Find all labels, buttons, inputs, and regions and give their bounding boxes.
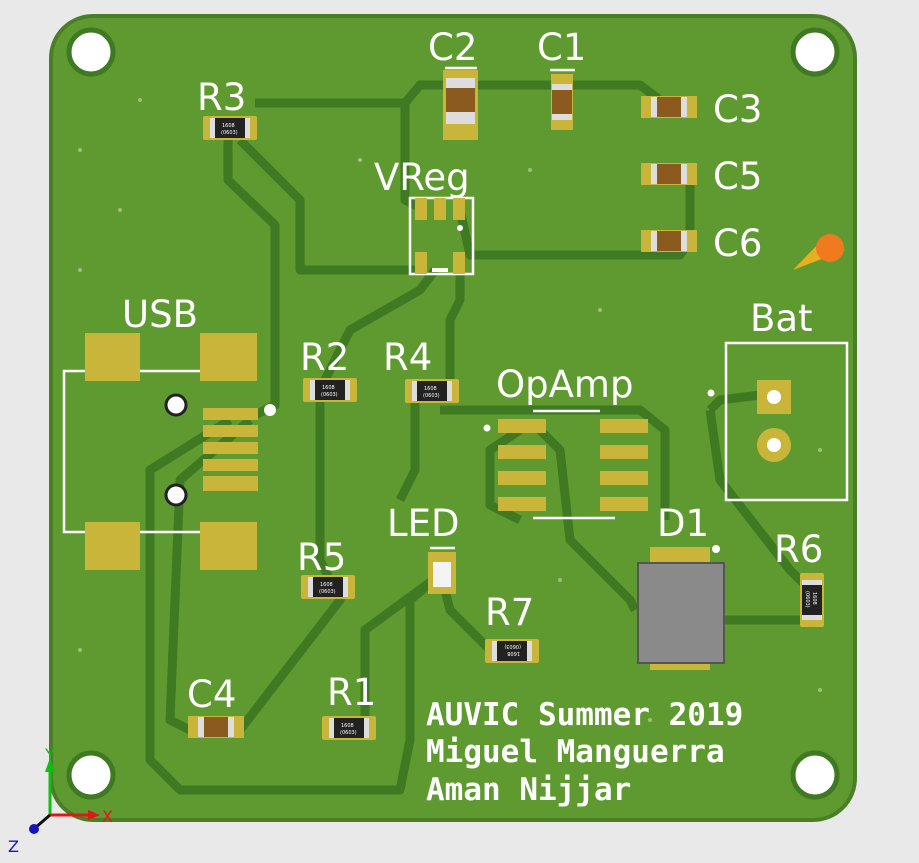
label-vreg: VReg: [374, 156, 470, 199]
label-d1: D1: [657, 502, 709, 545]
capacitor-c2: [443, 66, 478, 140]
resistor-r6: 1608(0603): [800, 573, 824, 627]
voltage-regulator: [408, 196, 475, 276]
axis-triad: Y X Z: [8, 745, 113, 856]
axis-y-label: Y: [44, 745, 55, 764]
label-led: LED: [387, 502, 459, 545]
capacitor-c6: [641, 230, 697, 252]
svg-text:1608: 1608: [320, 582, 333, 588]
resistor-r5: 1608(0603): [301, 575, 355, 599]
credit-line-2: Miguel Manguerra: [426, 734, 725, 770]
capacitor-c5: [641, 163, 697, 185]
label-r7: R7: [485, 591, 534, 634]
axis-z-label: Z: [8, 837, 19, 856]
opamp-ic: [483, 409, 648, 520]
capacitor-c3: [641, 96, 697, 118]
capacitor-c4: [188, 716, 244, 738]
battery-connector: [707, 341, 849, 502]
label-usb: USB: [122, 293, 198, 336]
label-c6: C6: [713, 222, 762, 265]
label-c4: C4: [187, 673, 236, 716]
capacitor-c1: [551, 74, 573, 130]
svg-text:1608: 1608: [507, 650, 520, 656]
svg-text:(0603): (0603): [221, 130, 238, 136]
credit-line-3: Aman Nijjar: [426, 772, 631, 808]
mounting-holes: [66, 27, 840, 800]
svg-text:1608: 1608: [811, 592, 817, 605]
credit-line-1: AUVIC Summer 2019: [426, 697, 743, 733]
svg-text:1608: 1608: [222, 123, 235, 129]
svg-text:1608: 1608: [322, 385, 335, 391]
svg-text:(0603): (0603): [340, 730, 357, 736]
axis-x-label: X: [102, 807, 113, 826]
label-r2: R2: [300, 336, 349, 379]
svg-text:1608: 1608: [341, 723, 354, 729]
vias: [78, 98, 822, 722]
resistor-r1: 1608(0603): [322, 716, 376, 740]
usb-connector: [62, 333, 276, 570]
label-c1: C1: [537, 26, 586, 69]
label-c2: C2: [428, 26, 477, 69]
svg-text:1608: 1608: [424, 386, 437, 392]
svg-text:(0603): (0603): [504, 643, 521, 649]
resistor-r4: 1608(0603): [405, 379, 459, 403]
label-r1: R1: [327, 671, 376, 714]
label-bat: Bat: [750, 297, 813, 340]
label-r6: R6: [774, 528, 823, 571]
svg-text:(0603): (0603): [804, 591, 810, 608]
svg-text:(0603): (0603): [319, 589, 336, 595]
label-c3: C3: [713, 88, 762, 131]
resistor-r2: 1608(0603): [303, 378, 357, 402]
credits-silkscreen: AUVIC Summer 2019 Miguel Manguerra Aman …: [426, 697, 743, 808]
component-labels: C2 C1 R3 C3 VReg C5 C6 USB Bat R2 R4 OpA…: [122, 26, 823, 716]
label-r4: R4: [383, 336, 432, 379]
resistor-r3: 1608(0603): [203, 116, 257, 140]
resistor-r7: 1608(0603): [485, 639, 539, 663]
label-r3: R3: [197, 76, 246, 119]
svg-text:(0603): (0603): [321, 392, 338, 398]
led: [428, 546, 456, 594]
svg-text:(0603): (0603): [423, 393, 440, 399]
diode-d1: [637, 545, 725, 670]
label-opamp: OpAmp: [496, 363, 633, 406]
origin-marker-icon: [793, 234, 845, 270]
label-r5: R5: [297, 536, 346, 579]
label-c5: C5: [713, 155, 762, 198]
